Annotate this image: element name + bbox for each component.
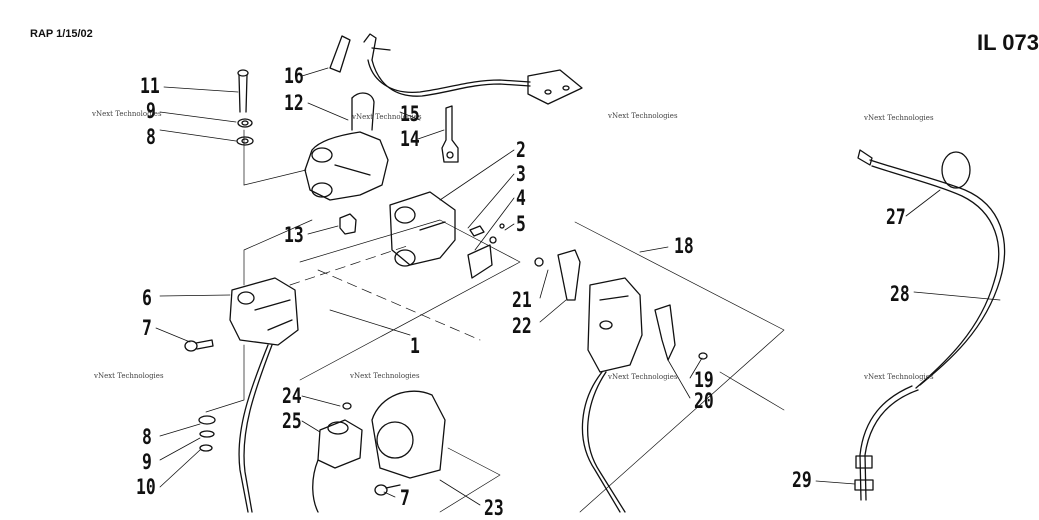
- callout-9-bottom: 9: [142, 450, 152, 474]
- watermark: vNext Technologies: [864, 373, 934, 381]
- watermark: vNext Technologies: [350, 372, 420, 380]
- part-12-bracket: [304, 92, 389, 201]
- leader-lines: [155, 67, 1001, 506]
- callout-14: 14: [400, 127, 420, 151]
- part-18-control-housing: [534, 249, 708, 373]
- callout-19: 19: [694, 368, 714, 392]
- callout-6: 6: [142, 286, 152, 310]
- callout-9-top: 9: [146, 99, 156, 123]
- exploded-view-drawing: [155, 33, 1006, 513]
- callout-23: 23: [484, 496, 504, 520]
- part-8-9-10-bottom: [198, 415, 216, 452]
- callout-4: 4: [516, 186, 526, 210]
- watermark: vNext Technologies: [864, 114, 934, 122]
- callout-15: 15: [400, 102, 420, 126]
- callout-12: 12: [284, 91, 304, 115]
- callout-24: 24: [282, 384, 302, 408]
- part-9-8-washers-top: [236, 118, 254, 146]
- callout-5: 5: [516, 212, 526, 236]
- callout-27: 27: [886, 205, 906, 229]
- part-23-25-lever-assembly: [317, 390, 446, 496]
- callout-10: 10: [136, 475, 156, 499]
- watermark: vNext Technologies: [94, 372, 164, 380]
- revision-label: RAP 1/15/02: [30, 28, 93, 40]
- callout-7-lower: 7: [400, 486, 410, 510]
- watermark: vNext Technologies: [352, 113, 422, 121]
- callout-29: 29: [792, 468, 812, 492]
- callout-21: 21: [512, 288, 532, 312]
- part-6-housing: [229, 277, 299, 346]
- callout-18: 18: [674, 234, 694, 258]
- callout-20: 20: [694, 389, 714, 413]
- callout-2: 2: [516, 138, 526, 162]
- callout-3: 3: [516, 162, 526, 186]
- part-16-wiring: [329, 33, 583, 105]
- part-13-block: [339, 213, 357, 235]
- illustration-id: IL 073: [977, 30, 1039, 55]
- part-7-screw-upper: [184, 339, 214, 352]
- callout-7-upper: 7: [142, 316, 152, 340]
- part-3-4-5-small-parts: [467, 223, 505, 279]
- watermark: vNext Technologies: [92, 110, 162, 118]
- cable-lines: [238, 344, 626, 513]
- part-14-clip: [441, 105, 459, 163]
- part-2-caliper: [389, 191, 456, 267]
- callout-22: 22: [512, 314, 532, 338]
- watermark: vNext Technologies: [608, 373, 678, 381]
- callout-1: 1: [410, 334, 420, 358]
- callout-8-top: 8: [146, 125, 156, 149]
- phantom-outlines: [205, 129, 785, 513]
- callout-25: 25: [282, 409, 302, 433]
- callout-13: 13: [284, 223, 304, 247]
- callout-16: 16: [284, 64, 304, 88]
- callout-28: 28: [890, 282, 910, 306]
- part-11-bolt: [237, 69, 249, 113]
- part-27-28-29-cable: [854, 149, 1006, 501]
- callout-8-bottom: 8: [142, 425, 152, 449]
- callout-11: 11: [140, 74, 160, 98]
- parts-diagram: RAP 1/15/02 IL 073 vNext Technologies vN…: [30, 28, 1039, 519]
- watermark: vNext Technologies: [608, 112, 678, 120]
